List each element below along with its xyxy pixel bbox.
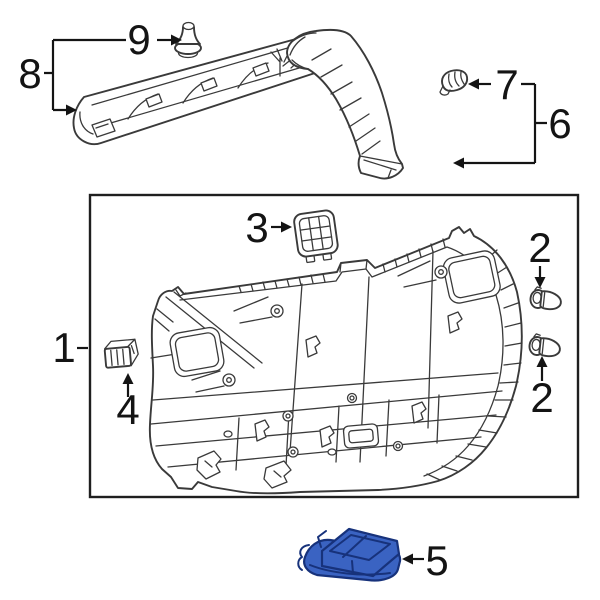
part-2-clip-lower[interactable] (528, 333, 562, 358)
callout-5[interactable]: 5 (425, 537, 448, 584)
part-6-pillar-garnish[interactable] (286, 28, 404, 180)
part-5-pull-handle-highlighted[interactable] (297, 527, 402, 582)
panel-clip-bosses (191, 260, 463, 458)
panel-handle-opening-right (442, 250, 501, 304)
part-4-clip[interactable] (103, 338, 139, 369)
part-3-access-cover[interactable] (293, 209, 339, 264)
callout-1[interactable]: 1 (52, 324, 75, 371)
callout-4[interactable]: 4 (116, 386, 139, 433)
callout-8[interactable]: 8 (18, 50, 41, 97)
panel-frame-box (88, 193, 580, 499)
callout-3[interactable]: 3 (245, 204, 268, 251)
callout-6[interactable]: 6 (548, 100, 571, 147)
callout-2-lower[interactable]: 2 (530, 374, 553, 421)
part-7-clip[interactable] (439, 69, 469, 96)
panel-tool-pocket (342, 423, 380, 449)
part-2-clip-upper[interactable] (529, 286, 563, 311)
part-1-tailgate-trim-panel[interactable] (148, 226, 523, 495)
panel-lower-brackets (196, 450, 292, 489)
callout-9[interactable]: 9 (127, 16, 150, 63)
panel-inner-edge (179, 246, 504, 477)
callout-leaders (44, 34, 548, 565)
panel-edge-ribs (238, 238, 523, 481)
callout-7[interactable]: 7 (495, 61, 518, 108)
panel-handle-opening-left (169, 326, 225, 378)
part-9-clip[interactable] (174, 21, 202, 59)
callout-2-upper[interactable]: 2 (528, 224, 551, 271)
